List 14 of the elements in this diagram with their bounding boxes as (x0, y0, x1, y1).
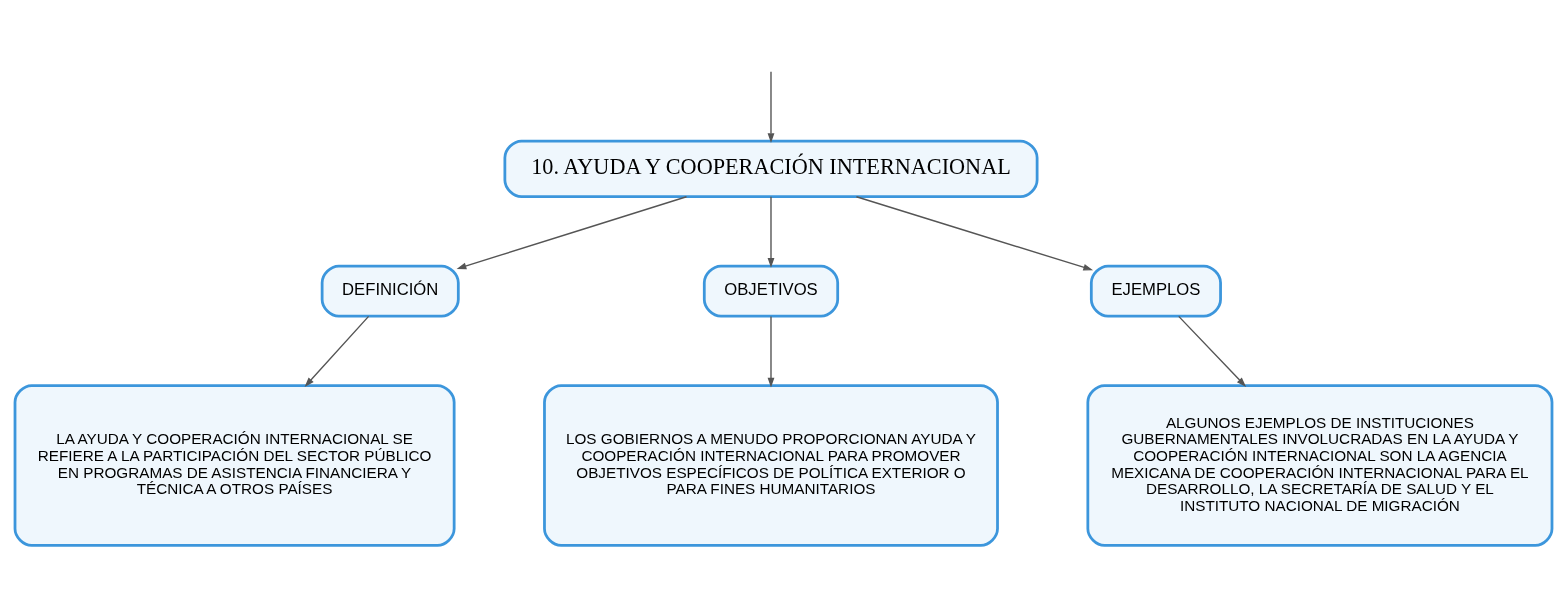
arrow (767, 196, 775, 268)
arrow (855, 196, 1094, 271)
node-box: OBJETIVOS (702, 264, 840, 318)
node-box: 10. AYUDA Y COOPERACIÓN INTERNACIONAL (503, 139, 1039, 198)
node-box: LOS GOBIERNOS A MENUDO PROPORCIONAN AYUDA Y COOPERACIÓN INTERNACIONAL PARA PROMOVER OBJETIVOS ESPECÍFICOS DE POLÍTICA EXTERIOR O PARA FINES HUMANITARIOS (543, 384, 999, 547)
arrow (767, 70, 775, 144)
node-box: DEFINICIÓN (320, 264, 460, 318)
node-box: LA AYUDA Y COOPERACIÓN INTERNACIONAL SE REFIERE A LA PARTICIPACIÓN DEL SECTOR PÚBLICO EN PROGRAMAS DE ASISTENCIA FINANCIERA Y TÉCNICA A OTROS PAÍSES (13, 384, 456, 547)
arrow (456, 196, 688, 270)
arrow (304, 315, 370, 387)
arrow (767, 315, 775, 388)
node-box: EJEMPLOS (1089, 264, 1222, 318)
arrow (1178, 315, 1247, 387)
node-box: ALGUNOS EJEMPLOS DE INSTITUCIONES GUBERNAMENTALES INVOLUCRADAS EN LA AYUDA Y COOPERACIÓN INTERNACIONAL SON LA AGENCIA MEXICANA DE COOPERACIÓN INTERNACIONAL PARA EL DESARROLLO, LA SECRETARÍA DE SALUD Y EL INSTITUTO NACIONAL DE MIGRACIÓN (1086, 384, 1554, 547)
